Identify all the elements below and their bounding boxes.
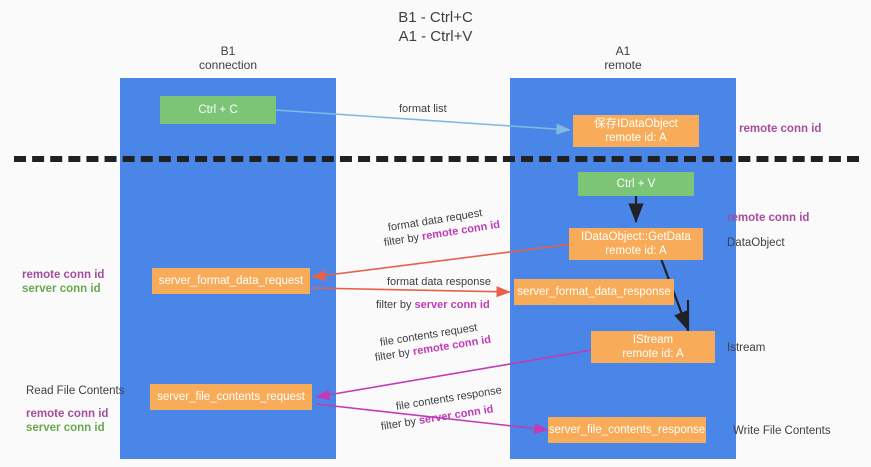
node-server-format-data-request[interactable]: server_format_data_request: [152, 268, 310, 294]
page-title: B1 - Ctrl+C A1 - Ctrl+V: [398, 9, 473, 45]
node-server-file-contents-response[interactable]: server_file_contents_response: [548, 417, 706, 443]
edge-label-format-data-response-filter: filter by server conn id: [376, 298, 490, 312]
node-server-format-data-response[interactable]: server_format_data_response: [514, 279, 674, 305]
node-server-file-contents-request[interactable]: server_file_contents_request: [150, 384, 312, 410]
annotation-left-remote-conn-id-1: remote conn id: [22, 269, 105, 281]
annotation-right-istream: Istream: [727, 342, 766, 354]
node-ctrl-v[interactable]: Ctrl + V: [578, 172, 694, 196]
annotation-left-remote-conn-id-2: remote conn id: [26, 408, 109, 420]
node-ctrl-c[interactable]: Ctrl + C: [160, 96, 276, 124]
annotation-right-dataobject: DataObject: [727, 237, 785, 249]
annotation-right-remote-conn-id-2: remote conn id: [727, 212, 810, 224]
phase-divider: [14, 156, 859, 162]
filter-prefix: filter by: [376, 299, 415, 311]
filter-prefix: filter by: [380, 415, 420, 433]
edge-label-format-data-response: format data response: [387, 276, 491, 288]
annotation-right-remote-conn-id-1: remote conn id: [739, 123, 822, 135]
node-idataobject-getdata[interactable]: IDataObject::GetData remote id: A: [569, 228, 703, 260]
edge-label-format-list: format list: [399, 103, 447, 115]
lane-caption-a1: A1 remote: [604, 44, 642, 72]
node-istream[interactable]: IStream remote id: A: [591, 331, 715, 363]
node-save-idataobject[interactable]: 保存IDataObject remote id: A: [573, 115, 699, 147]
lane-caption-b1: B1 connection: [198, 44, 258, 72]
annotation-left-server-conn-id-2: server conn id: [26, 422, 105, 434]
annotation-left-read-file-contents: Read File Contents: [26, 385, 125, 397]
filter-key-server-conn-id: server conn id: [414, 299, 490, 311]
annotation-left-server-conn-id-1: server conn id: [22, 283, 101, 295]
annotation-right-write-file-contents: Write File Contents: [733, 425, 831, 437]
